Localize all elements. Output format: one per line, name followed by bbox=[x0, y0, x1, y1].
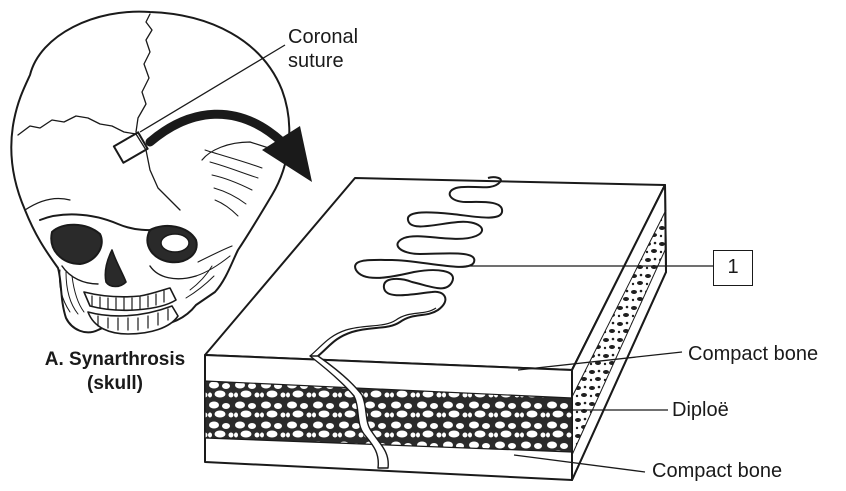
caption-subtitle: (skull) bbox=[20, 372, 210, 396]
coronal-suture-label-line1: Coronal bbox=[288, 26, 358, 48]
skull-illustration bbox=[11, 12, 289, 334]
coronal-suture-label-line2: suture bbox=[288, 50, 344, 72]
diploe-label: Diploë bbox=[672, 399, 729, 421]
caption-title: A. Synarthrosis bbox=[20, 348, 210, 372]
compact-bone-bottom-label: Compact bone bbox=[652, 460, 782, 482]
callout-number-box: 1 bbox=[713, 250, 753, 286]
bone-block bbox=[205, 177, 666, 480]
compact-bone-top-label: Compact bone bbox=[688, 343, 818, 365]
